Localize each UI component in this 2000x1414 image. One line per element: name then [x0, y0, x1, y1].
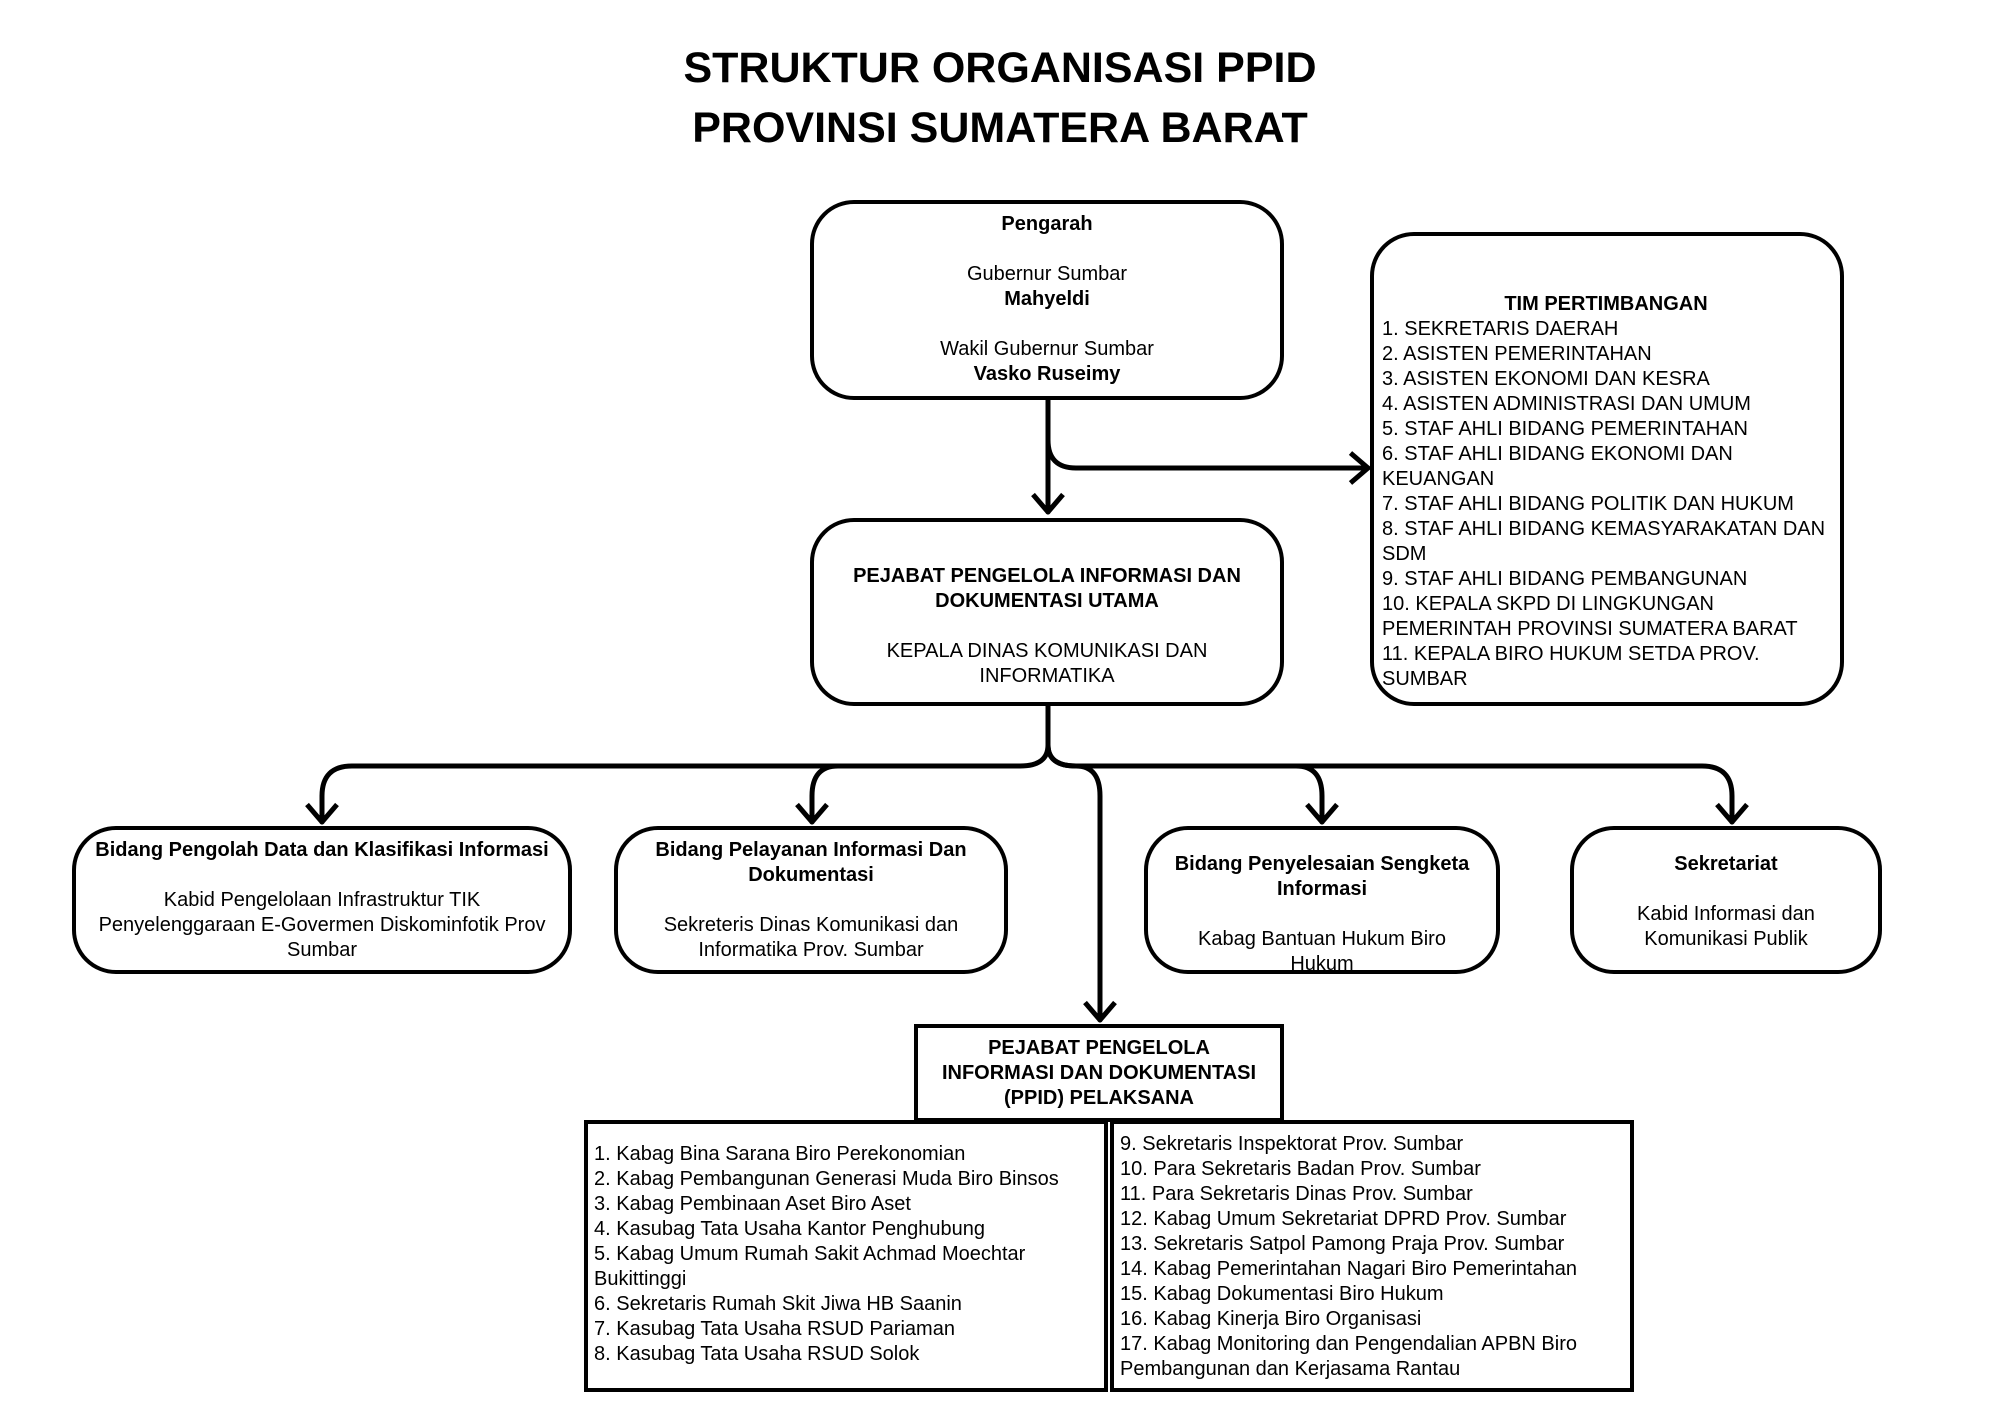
ppid-pelaksana-heading-box: PEJABAT PENGELOLA INFORMASI DAN DOKUMENT… — [914, 1024, 1284, 1122]
bidang-pelayanan-heading: Bidang Pelayanan Informasi Dan Dokumenta… — [655, 839, 967, 886]
pengarah-box: Pengarah Gubernur Sumbar Mahyeldi Wakil … — [810, 200, 1284, 400]
tim-pertimbangan-heading: TIM PERTIMBANGAN — [1504, 293, 1708, 315]
ppid-utama-body: KEPALA DINAS KOMUNIKASI DAN INFORMATIKA — [886, 640, 1208, 687]
ppid-utama-heading: PEJABAT PENGELOLA INFORMASI DAN DOKUMENT… — [853, 565, 1241, 612]
wakil-gubernur-name: Vasko Ruseimy — [973, 363, 1121, 385]
sekretariat-heading: Sekretariat — [1674, 853, 1778, 875]
tim-pertimbangan-item: 6. STAF AHLI BIDANG EKONOMI DAN KEUANGAN — [1382, 443, 1733, 490]
ppid-pelaksana-item: 4. Kasubag Tata Usaha Kantor Penghubung — [594, 1218, 986, 1240]
connector-pengarah-tim — [1045, 397, 1371, 485]
connector-utama-bidang2 — [795, 763, 841, 825]
ppid-utama-box: PEJABAT PENGELOLA INFORMASI DAN DOKUMENT… — [810, 518, 1284, 706]
bidang-pengolah-data-box: Bidang Pengolah Data dan Klasifikasi Inf… — [72, 826, 572, 974]
ppid-pelaksana-item: 11. Para Sekretaris Dinas Prov. Sumbar — [1120, 1183, 1473, 1205]
ppid-pelaksana-item: 6. Sekretaris Rumah Skit Jiwa HB Saanin — [594, 1293, 962, 1315]
ppid-pelaksana-item: 12. Kabag Umum Sekretariat DPRD Prov. Su… — [1120, 1208, 1567, 1230]
tim-pertimbangan-item: 5. STAF AHLI BIDANG PEMERINTAHAN — [1382, 418, 1748, 440]
sekretariat-body: Kabid Informasi dan Komunikasi Publik — [1637, 903, 1815, 950]
tim-pertimbangan-item: 11. KEPALA BIRO HUKUM SETDA PROV. SUMBAR — [1382, 643, 1760, 690]
sekretariat-box: Sekretariat Kabid Informasi dan Komunika… — [1570, 826, 1882, 974]
ppid-pelaksana-heading: PEJABAT PENGELOLA INFORMASI DAN DOKUMENT… — [941, 1037, 1257, 1109]
tim-pertimbangan-list: 1. SEKRETARIS DAERAH 2. ASISTEN PEMERINTA… — [1382, 317, 1830, 692]
connector-utama-bidang1 — [305, 703, 1051, 825]
ppid-pelaksana-item: 9. Sekretaris Inspektorat Prov. Sumbar — [1120, 1133, 1464, 1155]
bidang-pelayanan-box: Bidang Pelayanan Informasi Dan Dokumenta… — [614, 826, 1008, 974]
connector-utama-pelaksana — [1045, 742, 1117, 1023]
ppid-pelaksana-item: 16. Kabag Kinerja Biro Organisasi — [1120, 1308, 1422, 1330]
ppid-pelaksana-item: 10. Para Sekretaris Badan Prov. Sumbar — [1120, 1158, 1481, 1180]
ppid-pelaksana-item: 13. Sekretaris Satpol Pamong Praja Prov.… — [1120, 1233, 1565, 1255]
chart-title-line1: STRUKTUR ORGANISASI PPID — [683, 44, 1317, 92]
chart-title-line2: PROVINSI SUMATERA BARAT — [692, 104, 1308, 152]
tim-pertimbangan-item: 1. SEKRETARIS DAERAH — [1382, 318, 1619, 340]
ppid-pelaksana-list-left: 1. Kabag Bina Sarana Biro Perekonomian 2.… — [584, 1120, 1108, 1392]
bidang-penyelesaian-heading: Bidang Penyelesaian Sengketa Informasi — [1174, 853, 1470, 900]
ppid-pelaksana-item: 15. Kabag Dokumentasi Biro Hukum — [1120, 1283, 1444, 1305]
ppid-pelaksana-item: 5. Kabag Umum Rumah Sakit Achmad Moechta… — [594, 1243, 1026, 1290]
tim-pertimbangan-item: 8. STAF AHLI BIDANG KEMASYARAKATAN DAN S… — [1382, 518, 1826, 565]
ppid-pelaksana-item: 7. Kasubag Tata Usaha RSUD Pariaman — [594, 1318, 955, 1340]
connector-utama-bidang3 — [1045, 742, 1339, 825]
ppid-pelaksana-item: 8. Kasubag Tata Usaha RSUD Solok — [594, 1343, 920, 1365]
connector-utama-sekretariat — [1293, 763, 1749, 825]
ppid-pelaksana-item: 2. Kabag Pembangunan Generasi Muda Biro … — [594, 1168, 1059, 1190]
pengarah-heading: Pengarah — [1001, 213, 1093, 235]
tim-pertimbangan-item: 3. ASISTEN EKONOMI DAN KESRA — [1382, 368, 1710, 390]
ppid-pelaksana-item: 1. Kabag Bina Sarana Biro Perekonomian — [594, 1143, 966, 1165]
bidang-penyelesaian-box: Bidang Penyelesaian Sengketa Informasi K… — [1144, 826, 1500, 975]
ppid-pelaksana-item: 14. Kabag Pemerintahan Nagari Biro Pemer… — [1120, 1258, 1577, 1280]
tim-pertimbangan-box: TIM PERTIMBANGAN 1. SEKRETARIS DAERAH 2. … — [1370, 232, 1844, 706]
bidang-penyelesaian-body: Kabag Bantuan Hukum Biro Hukum — [1198, 928, 1446, 975]
tim-pertimbangan-item: 4. ASISTEN ADMINISTRASI DAN UMUM — [1382, 393, 1751, 415]
tim-pertimbangan-item: 2. ASISTEN PEMERINTAHAN — [1382, 343, 1652, 365]
bidang-pengolah-data-body: Kabid Pengelolaan Infrastruktur TIK Peny… — [98, 889, 546, 961]
ppid-pelaksana-item: 17. Kabag Monitoring dan Pengendalian AP… — [1120, 1333, 1577, 1380]
tim-pertimbangan-item: 7. STAF AHLI BIDANG POLITIK DAN HUKUM — [1382, 493, 1794, 515]
tim-pertimbangan-item: 10. KEPALA SKPD DI LINGKUNGAN PEMERINTAH… — [1382, 593, 1798, 640]
bidang-pengolah-data-heading: Bidang Pengolah Data dan Klasifikasi Inf… — [95, 839, 549, 861]
ppid-pelaksana-item: 3. Kabag Pembinaan Aset Biro Aset — [594, 1193, 911, 1215]
wakil-gubernur-role: Wakil Gubernur Sumbar — [940, 338, 1154, 360]
tim-pertimbangan-item: 9. STAF AHLI BIDANG PEMBANGUNAN — [1382, 568, 1748, 590]
gubernur-role: Gubernur Sumbar — [966, 263, 1128, 285]
bidang-pelayanan-body: Sekreteris Dinas Komunikasi dan Informat… — [663, 914, 959, 961]
gubernur-name: Mahyeldi — [1004, 288, 1090, 310]
ppid-pelaksana-list-right: 9. Sekretaris Inspektorat Prov. Sumbar 10… — [1110, 1120, 1634, 1392]
